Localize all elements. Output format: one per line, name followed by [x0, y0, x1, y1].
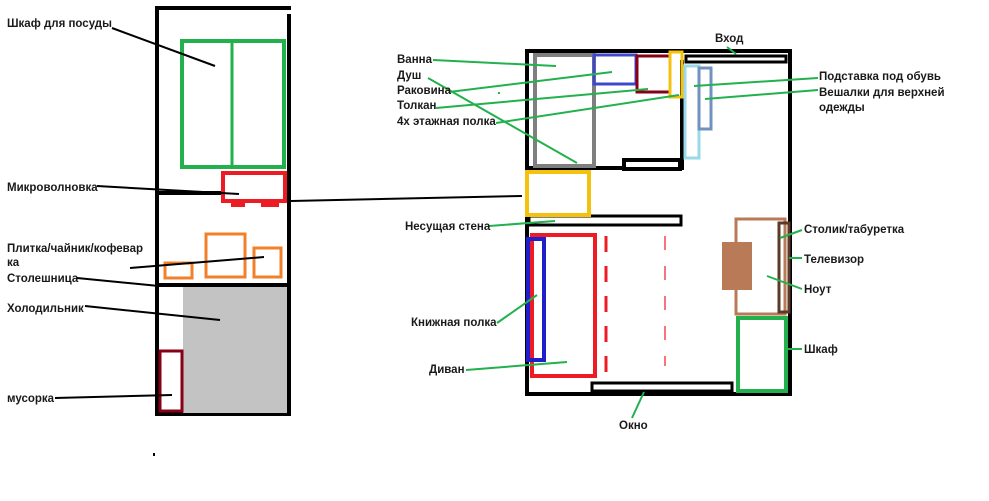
label-sink: Раковина [397, 85, 452, 97]
label-dish-cabinet: Шкаф для посуды [7, 18, 112, 30]
label-countertop: Столешница [7, 273, 79, 285]
leader-shoe-stand [693, 77, 819, 87]
leader-entrance [726, 46, 737, 55]
label-laptop: Ноут [804, 284, 832, 296]
bath [533, 53, 596, 168]
label-wardrobe: Шкаф [804, 344, 838, 356]
window [590, 381, 734, 393]
wardrobe [736, 316, 788, 393]
stove-box-large [204, 232, 247, 279]
leader-shelf4 [495, 94, 680, 124]
trash-bin [158, 349, 184, 413]
label-trash: мусорка [7, 393, 55, 405]
leader-bath [432, 59, 557, 67]
label-shoe-stand: Подставка под обувь [819, 71, 941, 83]
shoe-stand [683, 64, 701, 160]
label-load-wall: Несущая стена [405, 221, 491, 233]
leader-bookshelf [496, 294, 538, 324]
leader-countertop [76, 277, 160, 287]
toilet [668, 50, 684, 99]
leader-dish-cabinet [111, 27, 216, 67]
label-stove-line2: ка [7, 257, 20, 269]
leader-sink [448, 71, 613, 93]
label-toilet: Толкан [397, 100, 436, 112]
fridge [183, 287, 287, 413]
leader-trash [54, 394, 173, 399]
connector-line [290, 195, 523, 202]
label-bath: Ванна [397, 54, 433, 66]
microwave-foot-left [231, 201, 245, 207]
four-tier-shelf [525, 170, 591, 217]
load-bearing-wall [527, 214, 683, 227]
sink [635, 54, 672, 94]
leader-hangers [704, 89, 819, 100]
label-microwave: Микроволновка [7, 182, 98, 194]
room-plan [498, 49, 792, 396]
microwave [221, 171, 287, 203]
microwave-foot-right [261, 201, 279, 207]
leader-fridge [84, 305, 221, 321]
stray-dot-room [498, 92, 500, 94]
shower [592, 53, 638, 86]
leader-window [631, 391, 645, 419]
label-stove-line1: Плитка/чайник/кофевар [7, 243, 143, 255]
label-sofa: Диван [429, 364, 465, 376]
label-bookshelf: Книжная полка [411, 317, 497, 329]
label-fridge: Холодильник [7, 303, 84, 315]
stove-box-small [163, 261, 194, 280]
label-hangers-line1: Вешалки для верхней [819, 87, 945, 99]
kitchen-plan [153, 6, 291, 456]
stray-dot [153, 453, 155, 456]
bathroom-door-block [622, 158, 682, 171]
kettle-box [252, 246, 283, 279]
label-window: Окно [619, 420, 648, 432]
label-shelf4: 4х этажная полка [397, 116, 496, 128]
label-shower: Душ [397, 70, 421, 82]
laptop [722, 242, 752, 290]
label-tv: Телевизор [804, 254, 864, 266]
leader-microwave [96, 185, 240, 195]
label-table: Столик/табуретка [804, 224, 905, 236]
leader-toilet [435, 88, 649, 109]
leader-load-wall [488, 220, 556, 227]
bookshelf [526, 237, 546, 362]
leader-stove [129, 256, 265, 269]
tv [777, 221, 791, 314]
leader-table [779, 229, 803, 239]
label-hangers-line2: одежды [819, 102, 865, 114]
leader-laptop [766, 275, 803, 290]
entrance-door [684, 54, 788, 64]
label-entrance: Вход [715, 33, 744, 45]
sofa [530, 233, 597, 378]
leader-sofa [465, 361, 568, 371]
